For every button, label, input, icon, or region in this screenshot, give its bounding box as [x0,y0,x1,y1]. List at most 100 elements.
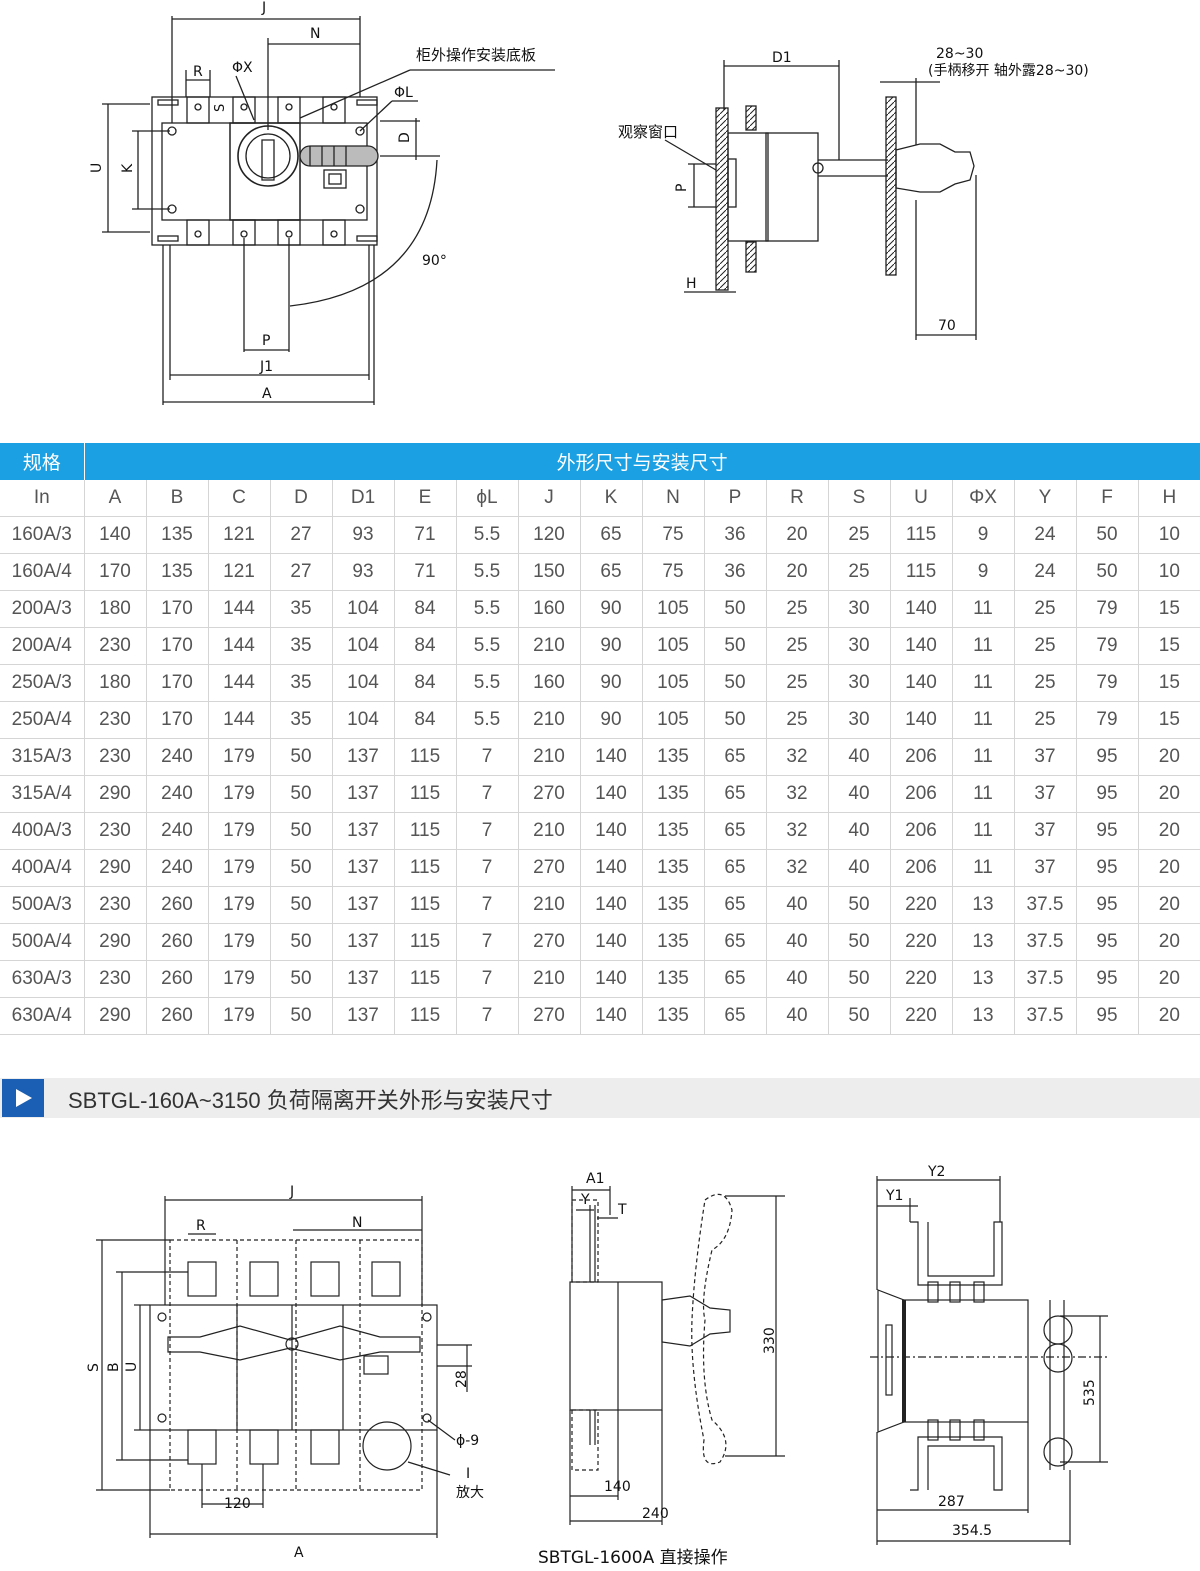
table-cell: 135 [642,738,705,776]
column-header: ΦX [952,480,1015,517]
table-cell: 500A/4 [0,923,85,961]
table-cell: 79 [1076,627,1139,665]
table-cell: 35 [270,627,333,665]
table-cell: 15 [1138,664,1200,702]
table-cell: 270 [518,997,581,1035]
table-cell: 137 [332,886,395,924]
table-cell: 270 [518,775,581,813]
table-cell: 90 [580,664,643,702]
table-cell: 115 [394,775,457,813]
table-cell: 135 [146,516,209,554]
table-cell: 11 [952,738,1015,776]
table-cell: 90 [580,627,643,665]
table-cell: 32 [766,738,829,776]
rear-Y2-label: Y2 [927,1164,945,1180]
table-cell: 71 [394,553,457,591]
table-cell: 179 [208,997,271,1035]
b-dim-N-label: N [352,1215,362,1231]
column-header: N [642,480,705,517]
table-cell: 120 [518,516,581,554]
table-cell: 240 [146,738,209,776]
dim-D-label: D [397,132,413,143]
table-cell: 630A/3 [0,960,85,998]
table-cell: 180 [84,664,147,702]
table-cell: 5.5 [456,664,519,702]
b-I-label: I [466,1466,470,1482]
table-cell: 25 [766,627,829,665]
range-top-label: 28~30 [936,46,983,62]
table-cell: 144 [208,590,271,628]
table-cell: 7 [456,738,519,776]
column-header: J [518,480,581,517]
table-cell: 30 [828,701,891,739]
table-cell: 7 [456,960,519,998]
table-cell: 121 [208,553,271,591]
table-cell: 290 [84,849,147,887]
table-cell: 220 [890,923,953,961]
table-cell: 105 [642,701,705,739]
table-cell: 37.5 [1014,997,1077,1035]
table-cell: 170 [146,664,209,702]
table-cell: 50 [828,886,891,924]
bottom-technical-drawing: J R N S B U 28 ϕ-9 I 放大 120 A A1 Y T 330… [86,1164,1110,1568]
table-cell: 37 [1014,775,1077,813]
table-cell: 35 [270,664,333,702]
table-cell: 40 [766,886,829,924]
angle-label: 90° [422,253,447,269]
column-header: D [270,480,333,517]
dim-S-label: S [213,104,228,112]
table-cell: 24 [1014,553,1077,591]
table-cell: 7 [456,886,519,924]
table-cell: 11 [952,775,1015,813]
table-cell: 25 [1014,664,1077,702]
table-cell: 135 [146,553,209,591]
table-cell: 206 [890,775,953,813]
table-cell: 50 [270,738,333,776]
table-cell: 140 [84,516,147,554]
table-cell: 400A/4 [0,849,85,887]
table-cell: 37 [1014,812,1077,850]
table-cell: 230 [84,960,147,998]
table-cell: 137 [332,812,395,850]
table-cell: 210 [518,738,581,776]
table-cell: 179 [208,923,271,961]
column-header: R [766,480,829,517]
table-cell: 65 [704,775,767,813]
table-cell: 15 [1138,701,1200,739]
table-cell: 11 [952,812,1015,850]
table-cell: 11 [952,627,1015,665]
table-cell: 25 [1014,590,1077,628]
table-cell: 135 [642,812,705,850]
table-cell: 140 [580,997,643,1035]
table-cell: 50 [1076,516,1139,554]
table-cell: 140 [580,849,643,887]
b-dim-S-label: S [86,1363,102,1372]
b-dim-R-label: R [196,1218,206,1234]
table-cell: 220 [890,997,953,1035]
dim-U-label: U [89,163,105,173]
column-header: S [828,480,891,517]
table-cell: 135 [642,923,705,961]
b-dim-28-label: 28 [454,1370,470,1388]
header-dimensions: 外形尺寸与安装尺寸 [84,443,1200,480]
table-cell: 50 [270,812,333,850]
table-cell: 20 [1138,997,1200,1035]
table-cell: 10 [1138,516,1200,554]
table-cell: 36 [704,553,767,591]
table-cell: 206 [890,738,953,776]
table-cell: 260 [146,997,209,1035]
table-cell: 144 [208,701,271,739]
table-cell: 84 [394,701,457,739]
table-cell: 25 [828,553,891,591]
table-cell: 115 [394,738,457,776]
table-cell: 260 [146,886,209,924]
column-header: In [0,480,85,517]
